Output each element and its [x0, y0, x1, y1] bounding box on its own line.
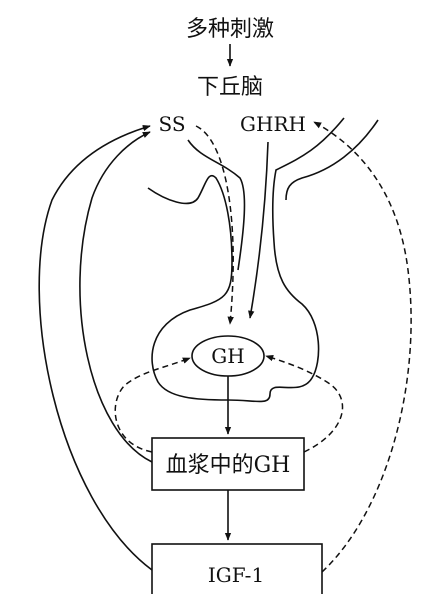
- ss-to-gh-arrow: [196, 126, 233, 324]
- igf1-to-ss-arrow: [39, 126, 152, 570]
- left-neuron-curve: [188, 140, 244, 270]
- gh-label: GH: [211, 344, 244, 368]
- igf1-label: IGF-1: [208, 563, 264, 587]
- hypothalamus-label: 下丘脑: [197, 75, 263, 100]
- ss-label: SS: [158, 112, 185, 136]
- igf1-to-ghrh-arrow: [314, 122, 411, 572]
- stimuli-label: 多种刺激: [186, 17, 274, 42]
- ghrh-label: GHRH: [240, 112, 306, 136]
- plasma-to-ss-arrow: [80, 132, 152, 462]
- ghrh-to-gh-arrow: [250, 142, 268, 318]
- plasma-gh-label: 血浆中的GH: [166, 453, 291, 478]
